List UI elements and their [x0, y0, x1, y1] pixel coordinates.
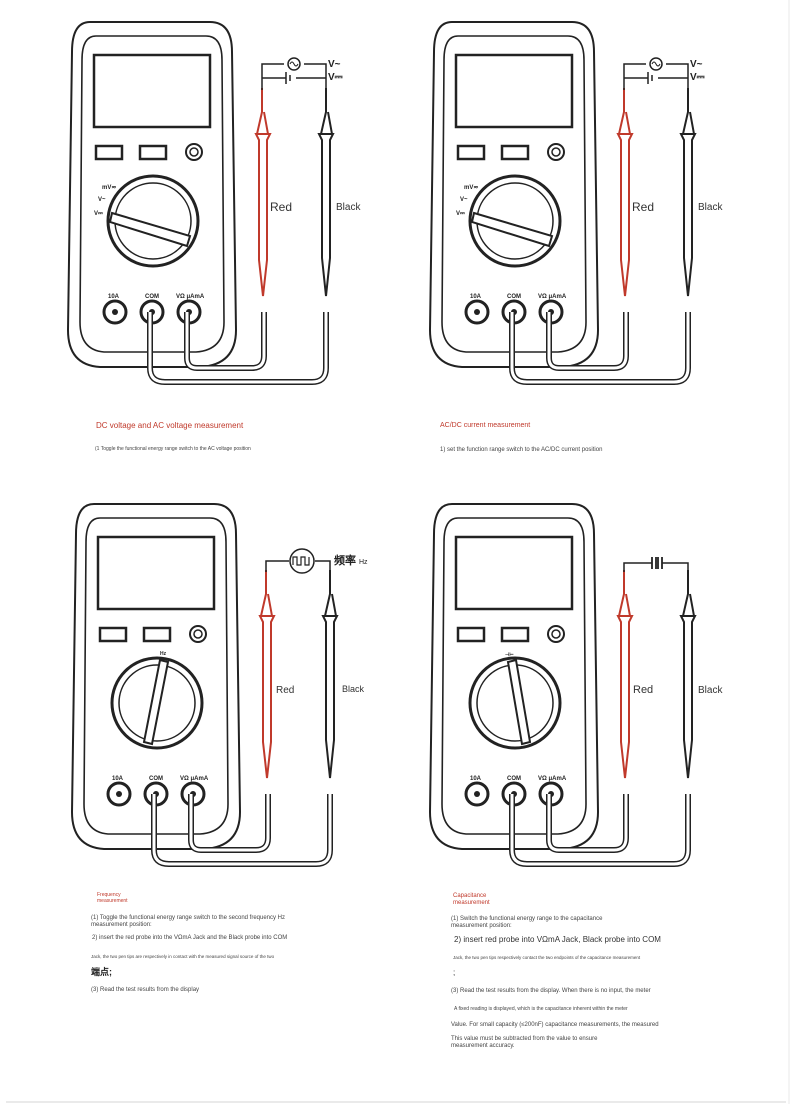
battery-icon: [285, 72, 291, 84]
jack-label-1: COM: [149, 776, 163, 782]
dial-label-0: mV≂: [102, 185, 116, 191]
jack-label-1: COM: [507, 294, 521, 300]
meter-button-round: [185, 143, 203, 161]
jack-label-1: COM: [145, 294, 159, 300]
black-label: Black: [698, 202, 723, 213]
meter-button-right: [138, 144, 168, 161]
dial-pointer: [108, 211, 192, 248]
caption-line: A fixed reading is displayed, which is t…: [454, 1006, 628, 1012]
meter-display: [454, 53, 574, 129]
black-probe: [679, 570, 697, 779]
caption-line: (1 Toggle the functional energy range sw…: [95, 446, 251, 452]
red-label: Red: [632, 200, 654, 214]
jack-label-2: VΩ μAmA: [538, 776, 567, 782]
red-probe: [616, 88, 634, 297]
meter-button-left: [456, 626, 486, 643]
jack-label-2: VΩ μAmA: [538, 294, 567, 300]
caption-title: Capacitance measurement: [453, 893, 490, 906]
jack-label-0: 10A: [470, 294, 482, 300]
dial-label-1: V~: [460, 197, 468, 203]
red-label: Red: [633, 684, 653, 696]
dial-label-0: mV≂: [464, 185, 478, 191]
jack-label-1: COM: [507, 776, 521, 782]
source-label-1: V⎓: [328, 72, 343, 83]
source-label-0: V~: [690, 59, 703, 70]
caption-line: 1) set the function range switch to the …: [440, 447, 603, 453]
meter-display: [92, 53, 212, 129]
meter-display: [96, 535, 216, 611]
meter-button-round: [547, 143, 565, 161]
black-label: Black: [342, 684, 365, 694]
multimeter-capacitance-diagram: ⊣⊢ 10A COM VΩ μAmA Red Black: [428, 503, 723, 867]
dial-label-2: V⎓: [456, 211, 465, 217]
panel-current: mV≂ V~ V⎓ 10A COM VΩ μAmA V~ V⎓ Red Blac…: [362, 0, 790, 470]
meter-button-right: [500, 626, 530, 643]
caption-line: 2) insert the red probe into the VΩmA Ja…: [92, 935, 288, 941]
meter-button-left: [456, 144, 486, 161]
panel-frequency: Hz 10A COM VΩ μAmA 频率 Hz Red Black Frequ…: [4, 482, 399, 1002]
meter-button-round: [547, 625, 565, 643]
bottom-divider: [6, 1101, 786, 1103]
source-circuit: [623, 63, 689, 90]
source-circuit: [261, 63, 327, 90]
source-label-0: 频率: [334, 553, 356, 567]
meter-button-right: [500, 144, 530, 161]
red-label: Red: [276, 685, 294, 696]
red-probe: [616, 570, 634, 779]
caption-title: AC/DC current measurement: [440, 422, 531, 429]
caption-line: This value must be subtracted from the v…: [451, 1036, 598, 1049]
jack-label-0: 10A: [470, 776, 482, 782]
jack-label-0: 10A: [108, 294, 120, 300]
dial-pointer: [142, 658, 170, 746]
multimeter-frequency-diagram: Hz 10A COM VΩ μAmA 频率 Hz Red Black: [70, 503, 368, 867]
caption-line: 2) insert red probe into VΩmA Jack, Blac…: [454, 935, 661, 944]
caption-title: Frequency measurement: [97, 892, 128, 904]
caption-line: 端点;: [91, 967, 112, 977]
black-probe: [679, 88, 697, 297]
black-label: Black: [698, 685, 723, 696]
jack-label-2: VΩ μAmA: [176, 294, 205, 300]
multimeter-voltage-diagram: mV≂ V~ V⎓ 10A COM VΩ μAmA V~ V⎓ Red Blac…: [66, 21, 361, 385]
meter-button-round: [189, 625, 207, 643]
multimeter-current-diagram: mV≂ V~ V⎓ 10A COM VΩ μAmA V~ V⎓ Red Blac…: [428, 21, 723, 385]
panel-voltage: mV≂ V~ V⎓ 10A COM VΩ μAmA V~ V⎓ Red Blac…: [0, 0, 395, 470]
meter-button-right: [142, 626, 172, 643]
red-probe: [258, 570, 276, 779]
red-probe: [254, 88, 272, 297]
battery-icon: [647, 72, 653, 84]
jack-label-0: 10A: [112, 776, 124, 782]
jack-label-2: VΩ μAmA: [180, 776, 209, 782]
black-probe: [321, 570, 339, 779]
frequency-source-icon: [289, 548, 315, 574]
dial-pointer: [506, 658, 532, 746]
source-label-0: V~: [328, 59, 341, 70]
caption-line: (1) Switch the functional energy range t…: [451, 916, 603, 929]
caption-line: Value. For small capacity (≤200nF) capac…: [451, 1022, 659, 1028]
red-label: Red: [270, 200, 292, 214]
right-edge-divider: [788, 0, 790, 1104]
meter-display: [454, 535, 574, 611]
capacitor-icon: [651, 557, 663, 569]
source-circuit: [265, 560, 331, 572]
caption-title: DC voltage and AC voltage measurement: [96, 421, 244, 430]
caption-line: (3) Read the test results from the displ…: [451, 988, 651, 994]
dial-label-0: Hz: [160, 651, 167, 657]
caption-line: ;: [453, 968, 456, 977]
dial-label-2: V⎓: [94, 211, 103, 217]
caption-line: (3) Read the test results from the displ…: [91, 987, 200, 993]
panel-capacitance: ⊣⊢ 10A COM VΩ μAmA Red Black Capacitance…: [362, 482, 790, 1062]
source-label-1: Hz: [359, 559, 368, 566]
source-label-1: V⎓: [690, 72, 705, 83]
meter-button-left: [94, 144, 124, 161]
caption-line: Jack, the two pen tips respectively cont…: [453, 955, 641, 960]
black-probe: [317, 88, 335, 297]
caption-line: Jack, the two pen tips are respectively …: [91, 954, 275, 959]
meter-button-left: [98, 626, 128, 643]
dial-label-0: ⊣⊢: [505, 650, 514, 658]
dial-label-1: V~: [98, 197, 106, 203]
caption-line: (1) Toggle the functional energy range s…: [91, 915, 286, 928]
black-label: Black: [336, 202, 361, 213]
source-circuit: [623, 562, 689, 572]
dial-pointer: [470, 211, 554, 248]
